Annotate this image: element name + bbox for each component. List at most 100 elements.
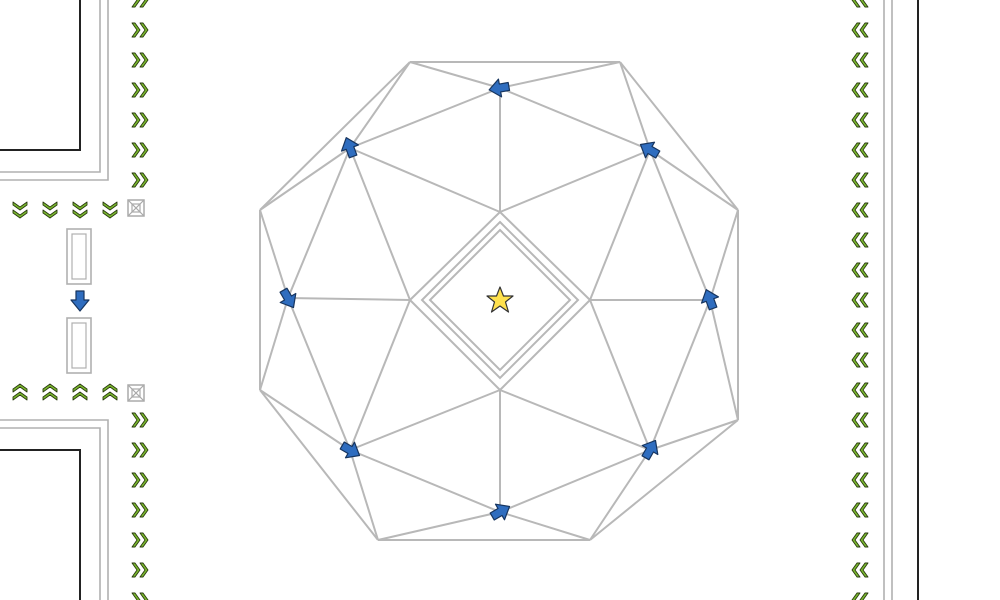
conveyor-down-chevron-icon[interactable] bbox=[102, 201, 118, 219]
piston-arrow-icon[interactable] bbox=[70, 290, 90, 312]
board-edge bbox=[499, 299, 591, 391]
board-edge bbox=[259, 209, 289, 299]
conveyor-left-chevron-icon[interactable] bbox=[851, 412, 869, 428]
board-edge bbox=[499, 211, 591, 301]
conveyor-left-chevron-icon[interactable] bbox=[851, 142, 869, 158]
conveyor-right-chevron-icon[interactable] bbox=[131, 502, 149, 518]
conveyor-left-chevron-icon[interactable] bbox=[851, 502, 869, 518]
board-edge bbox=[349, 389, 501, 451]
board-edge bbox=[589, 299, 651, 451]
conveyor-left-chevron-icon[interactable] bbox=[851, 382, 869, 398]
conveyor-row-down bbox=[12, 201, 118, 219]
arrow-icon[interactable] bbox=[635, 136, 663, 163]
conveyor-left-chevron-icon[interactable] bbox=[851, 0, 869, 8]
center-diamond bbox=[420, 220, 580, 380]
conveyor-left-chevron-icon[interactable] bbox=[851, 322, 869, 338]
board-edge bbox=[259, 389, 379, 541]
conveyor-down-chevron-icon[interactable] bbox=[72, 201, 88, 219]
conveyor-right-chevron-icon[interactable] bbox=[131, 592, 149, 600]
conveyor-right-chevron-icon[interactable] bbox=[131, 112, 149, 128]
board-edge bbox=[287, 297, 351, 451]
board-edge bbox=[499, 449, 651, 513]
board-edge bbox=[349, 449, 501, 513]
conveyor-right-chevron-icon[interactable] bbox=[131, 0, 149, 8]
conveyor-left-chevron-icon[interactable] bbox=[851, 592, 869, 600]
board-edge bbox=[349, 147, 411, 301]
conveyor-right-chevron-icon[interactable] bbox=[131, 562, 149, 578]
conveyor-left-lower bbox=[131, 412, 149, 600]
conveyor-left-chevron-icon[interactable] bbox=[851, 82, 869, 98]
board-edge bbox=[259, 389, 351, 451]
board-edge bbox=[349, 449, 379, 541]
conveyor-right-chevron-icon[interactable] bbox=[131, 412, 149, 428]
conveyor-left-chevron-icon[interactable] bbox=[851, 262, 869, 278]
conveyor-down-chevron-icon[interactable] bbox=[12, 201, 28, 219]
conveyor-left-chevron-icon[interactable] bbox=[851, 52, 869, 68]
polyhedron-board bbox=[259, 61, 739, 541]
conveyor-right-chevron-icon[interactable] bbox=[131, 52, 149, 68]
board-edge bbox=[649, 149, 739, 211]
board-edge bbox=[499, 149, 651, 213]
board-edge bbox=[649, 299, 711, 451]
board-edge bbox=[499, 87, 651, 151]
conveyor-left-chevron-icon[interactable] bbox=[851, 112, 869, 128]
conveyor-right bbox=[851, 0, 869, 600]
arrow-icon[interactable] bbox=[637, 435, 664, 463]
conveyor-down-chevron-icon[interactable] bbox=[42, 201, 58, 219]
gate-lower-icon[interactable] bbox=[127, 384, 145, 402]
board-edge bbox=[499, 389, 651, 451]
board-edge bbox=[287, 297, 411, 301]
conveyor-left-chevron-icon[interactable] bbox=[851, 172, 869, 188]
piston-upper[interactable] bbox=[66, 228, 92, 285]
conveyor-right-chevron-icon[interactable] bbox=[131, 472, 149, 488]
conveyor-right-chevron-icon[interactable] bbox=[131, 22, 149, 38]
conveyor-left-chevron-icon[interactable] bbox=[851, 562, 869, 578]
board-edge bbox=[619, 61, 651, 151]
board-edge bbox=[259, 61, 411, 211]
conveyor-up-chevron-icon[interactable] bbox=[42, 383, 58, 401]
conveyor-left-chevron-icon[interactable] bbox=[851, 352, 869, 368]
gate-upper-icon[interactable] bbox=[127, 199, 145, 217]
wall-right bbox=[883, 0, 919, 600]
conveyor-left-chevron-icon[interactable] bbox=[851, 232, 869, 248]
conveyor-left-chevron-icon[interactable] bbox=[851, 292, 869, 308]
conveyor-up-chevron-icon[interactable] bbox=[102, 383, 118, 401]
conveyor-left-chevron-icon[interactable] bbox=[851, 202, 869, 218]
wall-bottom-left bbox=[0, 419, 109, 600]
arrow-icon[interactable] bbox=[487, 76, 512, 100]
board-edge bbox=[409, 299, 501, 391]
board-edge bbox=[349, 87, 501, 149]
board-edge bbox=[709, 209, 739, 301]
conveyor-up-chevron-icon[interactable] bbox=[72, 383, 88, 401]
wall-top-left bbox=[0, 0, 109, 181]
board-edge bbox=[589, 149, 651, 301]
board-edge bbox=[409, 61, 501, 89]
board-edge bbox=[259, 297, 289, 391]
conveyor-row-up bbox=[12, 383, 118, 401]
conveyor-right-chevron-icon[interactable] bbox=[131, 172, 149, 188]
board-edge bbox=[649, 149, 711, 301]
conveyor-left-chevron-icon[interactable] bbox=[851, 532, 869, 548]
board-edge bbox=[287, 147, 351, 299]
board-edge bbox=[349, 147, 501, 213]
conveyor-right-chevron-icon[interactable] bbox=[131, 82, 149, 98]
conveyor-left-chevron-icon[interactable] bbox=[851, 472, 869, 488]
conveyor-left-chevron-icon[interactable] bbox=[851, 22, 869, 38]
piston-lower[interactable] bbox=[66, 317, 92, 374]
board-edge bbox=[499, 61, 621, 89]
conveyor-right-chevron-icon[interactable] bbox=[131, 142, 149, 158]
conveyor-left-chevron-icon[interactable] bbox=[851, 442, 869, 458]
board-edge bbox=[499, 511, 591, 541]
board-edge bbox=[409, 211, 501, 301]
conveyor-right-chevron-icon[interactable] bbox=[131, 532, 149, 548]
board-edge bbox=[349, 61, 411, 149]
conveyor-right-chevron-icon[interactable] bbox=[131, 442, 149, 458]
star-icon[interactable] bbox=[486, 286, 514, 313]
arrow-icon[interactable] bbox=[337, 437, 365, 464]
board-edge bbox=[649, 419, 739, 451]
conveyor-up-chevron-icon[interactable] bbox=[12, 383, 28, 401]
board-edge bbox=[377, 511, 501, 541]
board-edge bbox=[619, 61, 739, 211]
arrow-icon[interactable] bbox=[337, 133, 363, 161]
